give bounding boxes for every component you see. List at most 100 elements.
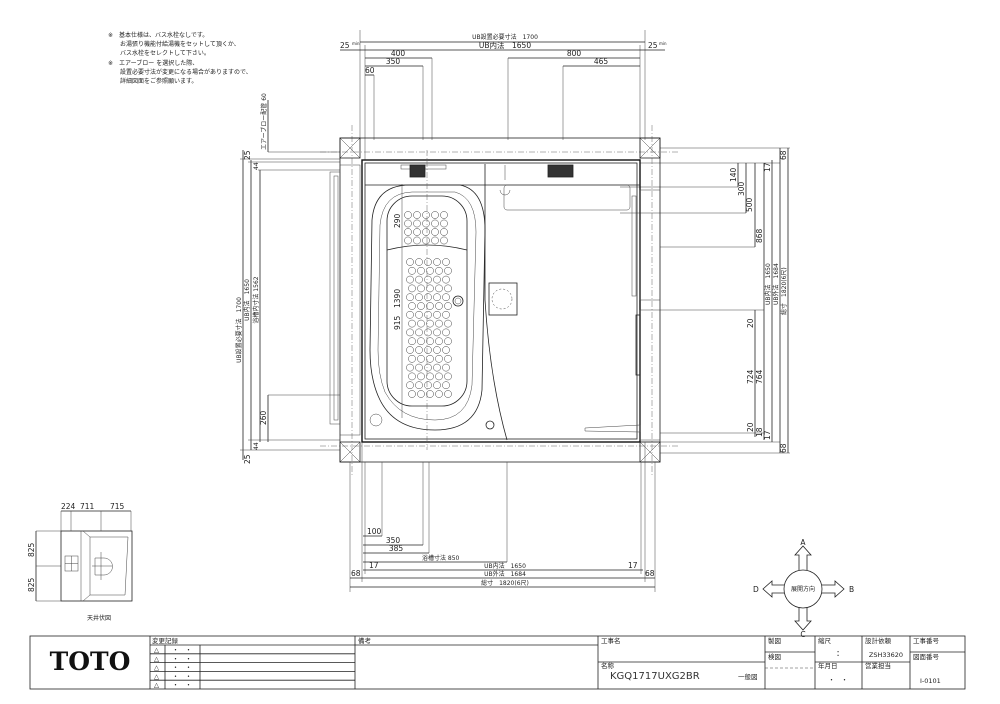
design-request-value: ZSH33620 [869, 651, 903, 659]
tub-dot [415, 346, 423, 354]
tub-dot [435, 337, 443, 346]
tub-dot [426, 390, 434, 398]
tub-dot [422, 236, 430, 245]
revision-mark: △ [154, 646, 159, 654]
dim-bottom-25: 25 [243, 454, 252, 464]
dim-17: 17 [628, 561, 638, 570]
tub-dot [422, 228, 430, 236]
tub-dot [404, 211, 412, 219]
dim-clear-right: 25 [648, 41, 658, 50]
tub-dot [415, 275, 423, 284]
dim-tub-inner: 浴槽内寸法 1562 [252, 276, 260, 323]
tub-dot [435, 354, 443, 363]
dim-60: 60 [365, 66, 375, 75]
tub-dot [404, 219, 412, 228]
right-dimensions: 68 17 140 300 500 868 20 724 764 20 18 1… [620, 147, 790, 454]
tub-dot [415, 328, 423, 337]
tub-dot [424, 293, 432, 302]
tub-dot [442, 258, 450, 266]
tub-dot [442, 381, 450, 390]
tub-dot [422, 219, 430, 228]
tub-dot [435, 390, 443, 398]
dim-ub-outer: UB外法 1684 [484, 570, 526, 578]
project-no-label: 工事番号 [913, 636, 940, 645]
arrow-down-icon [794, 608, 812, 631]
tub-dot [442, 328, 450, 337]
revision-date: ・ ・ [172, 672, 192, 680]
tub-dot [417, 354, 425, 363]
tub-dot [435, 319, 443, 328]
tub-dot [444, 354, 452, 363]
tub-dot [444, 372, 452, 381]
tub-dot [435, 372, 443, 381]
dim-ub-outer: UB外法 1684 [772, 263, 780, 305]
dim-290: 290 [393, 213, 402, 228]
dim-724: 724 [746, 369, 755, 384]
tub-dot [422, 211, 430, 219]
tub-dot [415, 293, 423, 302]
tub-dot [424, 381, 432, 390]
tub-dot [408, 354, 416, 363]
dim-total: 総寸 1820(6尺) [481, 579, 529, 587]
dim-465: 465 [594, 57, 609, 66]
tub-dot [406, 363, 414, 372]
top-dimensions: UB設置必要寸法 1700 25 min 25 min UB内法 1650 40… [340, 30, 667, 160]
tub-dot [406, 310, 414, 319]
revision-date: ・ ・ [172, 681, 192, 689]
tub-dot [415, 381, 423, 390]
tub-dot [431, 211, 439, 219]
arrow-left-icon [762, 580, 784, 598]
dim-min: min [352, 41, 360, 46]
tub-dot [433, 310, 441, 319]
direction-compass: A B C D 展開方向 [753, 538, 854, 639]
dim-17: 17 [369, 561, 379, 570]
tub-dot [433, 381, 441, 390]
tub-dot [408, 266, 416, 275]
dim-868: 868 [755, 228, 764, 243]
dim-140: 140 [729, 167, 738, 182]
tub-dot [433, 346, 441, 354]
tub-dot [444, 319, 452, 328]
revision-mark: △ [154, 681, 159, 689]
dim-711: 711 [80, 502, 95, 511]
tub-dot [406, 293, 414, 302]
design-request-label: 設計依頼 [865, 636, 892, 645]
dim-260: 260 [259, 410, 268, 425]
left-dimensions: エアーブロー配管 60 25 25 UB設置必要寸法 1700 UB内法 165… [235, 93, 340, 464]
tub-dot [440, 219, 448, 228]
dim-top-25: 25 [243, 150, 252, 160]
dim-915: 915 [393, 315, 402, 330]
revision-mark: △ [154, 672, 159, 680]
tub-dot [408, 302, 416, 310]
tub-dot [433, 363, 441, 372]
arrow-right-icon [822, 580, 845, 598]
tub-dot [442, 346, 450, 354]
compass-d: D [753, 585, 759, 594]
dim-ub-inner: UB内法 1650 [764, 263, 772, 305]
tub-dot [433, 293, 441, 302]
sales-label: 営業担当 [865, 661, 891, 670]
drawing-type: 一般図 [738, 672, 758, 681]
ceiling-plan: 224 711 715 825 825 天井伏図 [27, 502, 133, 622]
dim-17: 17 [763, 430, 772, 440]
dim-800: 800 [567, 49, 582, 58]
tub-dot [413, 236, 421, 245]
drafted-label: 製図 [768, 636, 781, 645]
dim-clear-left: 25 [340, 41, 350, 50]
tub-dot [433, 258, 441, 266]
tub-dot [417, 390, 425, 398]
compass-b: B [849, 585, 854, 594]
tub-dot [440, 228, 448, 236]
tub-dot [408, 284, 416, 293]
dim-224: 224 [61, 502, 76, 511]
bathtub: 290 1390 915 [369, 184, 486, 431]
tub-dot [406, 275, 414, 284]
name-label: 名称 [601, 661, 615, 670]
tub-dot [444, 302, 452, 310]
tub-dot [417, 319, 425, 328]
tub-dot [426, 372, 434, 381]
dim-ub-inner: UB内法 1650 [484, 562, 526, 570]
note-line: バス水栓をセレクトして下さい。 [108, 49, 210, 57]
toto-logo: TOTO [50, 647, 131, 676]
